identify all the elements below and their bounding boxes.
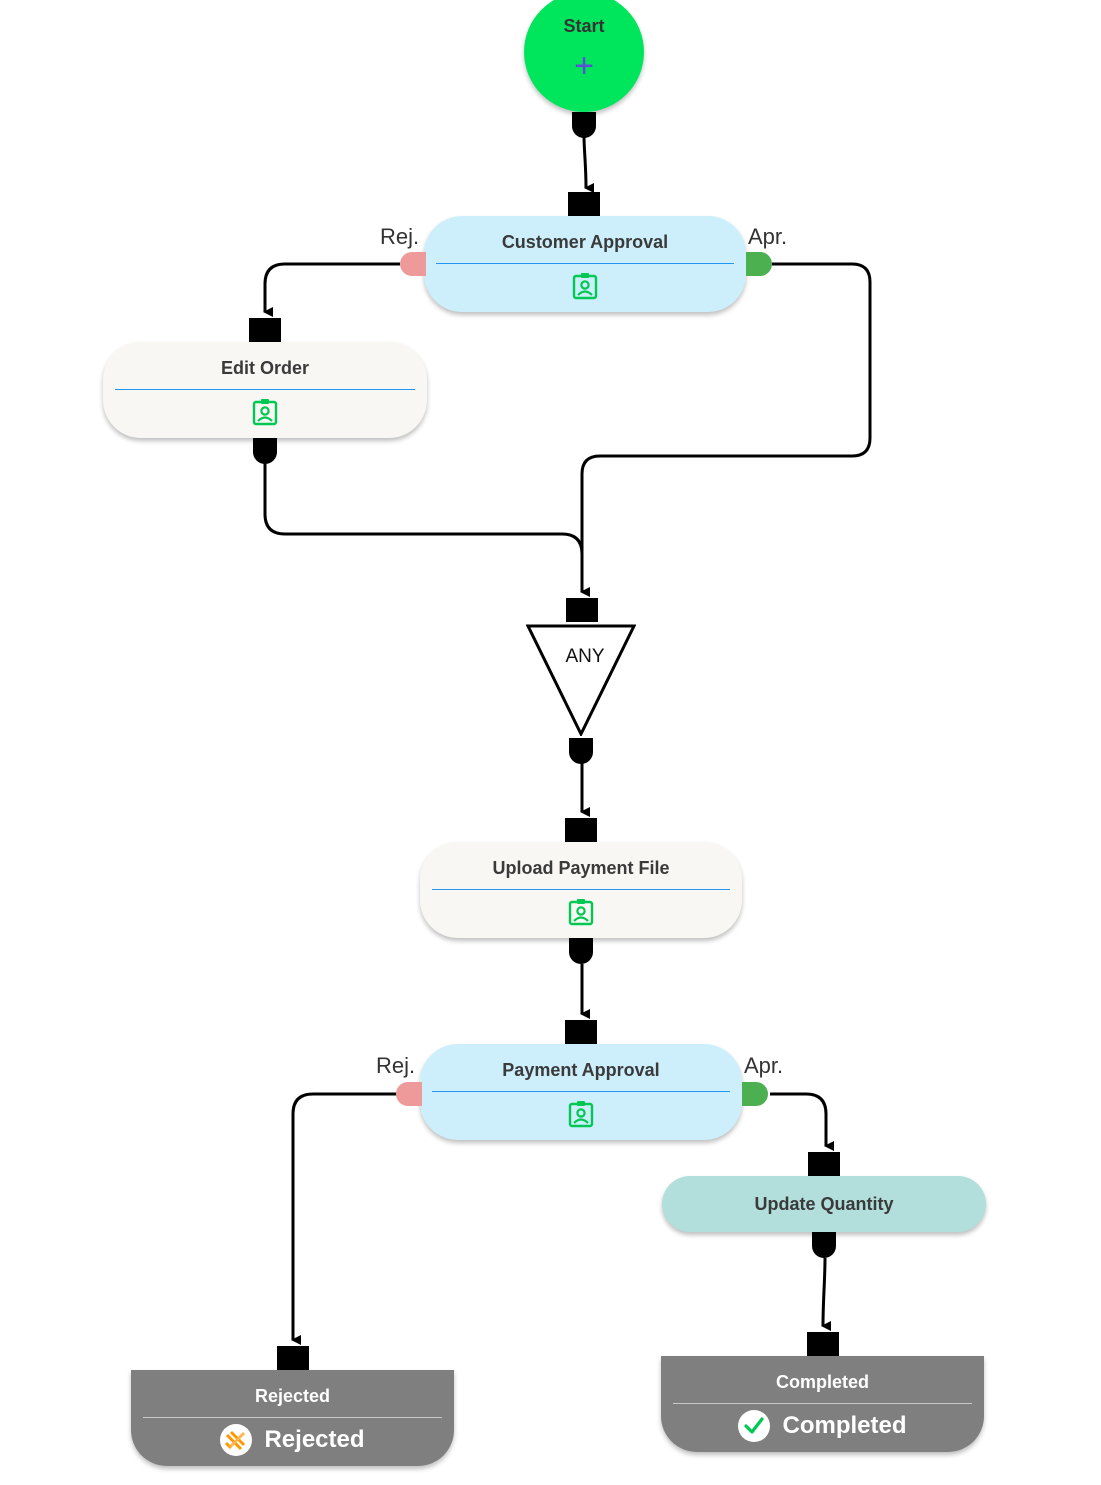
assignment-ind-icon (252, 399, 278, 426)
approve-port-label: Apr. (748, 224, 788, 249)
reject-port-label: Rej. (376, 1053, 416, 1078)
payment-approval-node[interactable]: Payment Approval (420, 1044, 742, 1140)
assignment-ind-icon (568, 899, 594, 926)
edit-order-input-port[interactable] (249, 318, 281, 342)
completed-input-port[interactable] (807, 1332, 839, 1356)
rejected-status-row: Rejected (220, 1424, 365, 1456)
completed-end-node[interactable]: Completed Completed (661, 1356, 984, 1452)
rejected-end-node[interactable]: Rejected Rejected (131, 1370, 454, 1466)
customer-approval-title: Customer Approval (501, 232, 669, 252)
rejected-input-port[interactable] (277, 1346, 309, 1370)
completed-status-row: Completed (738, 1410, 907, 1442)
completed-status-label: Completed (782, 1412, 907, 1439)
edit-order-title: Edit Order (220, 358, 309, 378)
edge-customer-rej-to-edit-order (263, 262, 400, 317)
assignment-ind-icon (568, 1101, 594, 1128)
node-divider (432, 889, 730, 890)
upload-payment-input-port[interactable] (565, 818, 597, 842)
payment-approval-reject-port[interactable] (396, 1082, 422, 1106)
upload-payment-file-title: Upload Payment File (492, 858, 670, 878)
completed-title: Completed (775, 1372, 869, 1392)
node-divider (436, 263, 734, 264)
rejected-icon (220, 1424, 253, 1456)
edge-payment-apr-to-update-quantity (770, 1092, 834, 1151)
upload-payment-output-port[interactable] (569, 938, 593, 964)
assignment-ind-icon (572, 273, 598, 300)
node-divider (115, 389, 415, 390)
edge-edit-order-to-any (263, 462, 584, 555)
any-gate-label: ANY (565, 646, 604, 667)
any-gate[interactable]: ANY (526, 624, 636, 736)
reject-port-label: Rej. (380, 224, 420, 249)
customer-approval-node[interactable]: Customer Approval (424, 216, 746, 312)
add-icon[interactable]: + (574, 47, 594, 85)
update-quantity-input-port[interactable] (808, 1152, 840, 1176)
payment-approval-title: Payment Approval (502, 1060, 660, 1080)
update-quantity-node[interactable]: Update Quantity (662, 1176, 986, 1232)
approve-port-label: Apr. (744, 1053, 784, 1078)
customer-approval-reject-port[interactable] (400, 252, 426, 276)
any-gate-input-port[interactable] (566, 598, 598, 622)
rejected-title: Rejected (254, 1386, 331, 1406)
edit-order-node[interactable]: Edit Order (103, 342, 427, 438)
update-quantity-output-port[interactable] (812, 1232, 836, 1258)
edge-update-quantity-to-completed (821, 1257, 832, 1332)
any-gate-output-port[interactable] (569, 738, 593, 764)
edit-order-output-port[interactable] (253, 438, 277, 464)
check-circle-icon (738, 1410, 771, 1442)
start-output-port[interactable] (572, 112, 596, 138)
edge-start-to-customer-approval (582, 135, 595, 193)
node-divider (143, 1417, 442, 1418)
update-quantity-title: Update Quantity (754, 1193, 894, 1214)
rejected-status-label: Rejected (264, 1426, 365, 1453)
customer-approval-approve-port[interactable] (746, 252, 772, 276)
edge-payment-rej-to-rejected (291, 1092, 398, 1345)
start-node[interactable]: Start + (524, 0, 644, 112)
customer-approval-input-port[interactable] (568, 192, 600, 216)
node-divider (673, 1403, 972, 1404)
payment-approval-input-port[interactable] (565, 1020, 597, 1044)
upload-payment-file-node[interactable]: Upload Payment File (420, 842, 742, 938)
edge-customer-apr-to-any (580, 262, 872, 597)
payment-approval-approve-port[interactable] (742, 1082, 768, 1106)
start-label: Start (563, 16, 605, 36)
node-divider (432, 1091, 730, 1092)
